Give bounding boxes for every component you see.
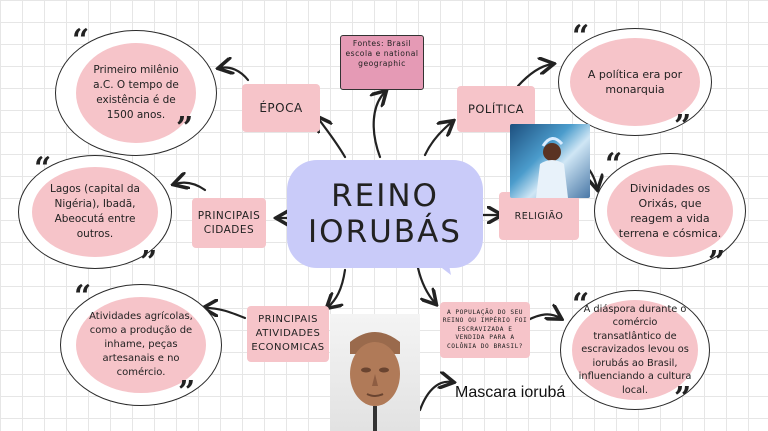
oval-cidades-text: Lagos (capital da Nigéria), Ibadã, Abeoc… bbox=[50, 183, 140, 240]
oval-atividades-text: Atividades agrícolas, como a produção de… bbox=[89, 311, 193, 378]
iorubá-mask-image bbox=[330, 314, 420, 431]
quote-open-icon: “ bbox=[572, 287, 590, 322]
label-politica-text: POLÍTICA bbox=[467, 102, 525, 116]
label-atividades-text: PRINCIPAIS ATIVIDADES ECONOMICAS bbox=[251, 314, 325, 353]
label-atividades: PRINCIPAIS ATIVIDADES ECONOMICAS bbox=[247, 306, 329, 362]
label-epoca: ÉPOCA bbox=[242, 84, 320, 132]
arrow-epoca-to-oval bbox=[220, 68, 250, 82]
oval-epoca: Primeiro milênio a.C. O tempo de existên… bbox=[55, 30, 217, 156]
arrow-to-atividades bbox=[328, 268, 347, 307]
oval-politica-text: A política era por monarquia bbox=[587, 68, 683, 96]
label-populacao-text: A POPULAÇÃO DO SEU REINO OU IMPÉRIO FOI … bbox=[442, 308, 528, 350]
label-populacao: A POPULAÇÃO DO SEU REINO OU IMPÉRIO FOI … bbox=[440, 302, 530, 358]
oval-politica: A política era por monarquia bbox=[558, 28, 712, 136]
arrow-to-source bbox=[374, 92, 385, 159]
arrow-to-mask bbox=[418, 382, 452, 412]
quote-open-icon: “ bbox=[74, 279, 92, 314]
oval-populacao: A diáspora durante o comércio transatlân… bbox=[560, 290, 710, 410]
central-node: REINO IORUBÁS bbox=[287, 160, 483, 268]
quote-close-icon: ” bbox=[674, 109, 692, 144]
arrow-to-politica bbox=[423, 122, 452, 157]
oval-cidades: Lagos (capital da Nigéria), Ibadã, Abeoc… bbox=[18, 155, 172, 269]
oval-populacao-text: A diáspora durante o comércio transatlân… bbox=[578, 303, 692, 396]
label-religiao-text: RELIGIÃO bbox=[514, 210, 564, 222]
label-cidades-text: PRINCIPAIS CIDADES bbox=[197, 210, 261, 236]
central-title-line1: REINO bbox=[331, 178, 439, 214]
speech-bubble-tail bbox=[425, 255, 451, 275]
arrow-populacao-to-oval bbox=[526, 314, 560, 322]
oval-religiao-text: Divinidades os Orixás, que reagem a vida… bbox=[618, 182, 722, 240]
arrow-cidades-to-oval bbox=[175, 183, 207, 192]
arrow-to-epoca bbox=[318, 118, 347, 159]
oval-religiao: Divinidades os Orixás, que reagem a vida… bbox=[594, 153, 746, 269]
arrow-politica-to-oval bbox=[516, 64, 552, 88]
orixa-image bbox=[510, 124, 590, 198]
source-note-box: Fontes: Brasil escola e national geograp… bbox=[340, 35, 424, 90]
quote-close-icon: ” bbox=[674, 381, 692, 416]
quote-close-icon: ” bbox=[708, 245, 726, 280]
mask-caption: Mascara iorubá bbox=[455, 384, 566, 401]
label-religiao: RELIGIÃO bbox=[499, 192, 579, 240]
quote-open-icon: “ bbox=[72, 23, 90, 58]
label-cidades: PRINCIPAIS CIDADES bbox=[192, 198, 266, 248]
quote-open-icon: “ bbox=[605, 147, 623, 182]
quote-open-icon: “ bbox=[34, 151, 52, 186]
quote-close-icon: ” bbox=[176, 111, 194, 146]
quote-close-icon: ” bbox=[178, 375, 196, 410]
central-title-line2: IORUBÁS bbox=[308, 214, 462, 250]
label-epoca-text: ÉPOCA bbox=[259, 101, 303, 115]
source-note: Fontes: Brasil escola e national geograp… bbox=[345, 39, 419, 68]
quote-close-icon: ” bbox=[140, 245, 158, 280]
oval-atividades: Atividades agrícolas, como a produção de… bbox=[60, 284, 222, 406]
oval-epoca-text: Primeiro milênio a.C. O tempo de existên… bbox=[93, 64, 179, 121]
quote-open-icon: “ bbox=[572, 19, 590, 54]
